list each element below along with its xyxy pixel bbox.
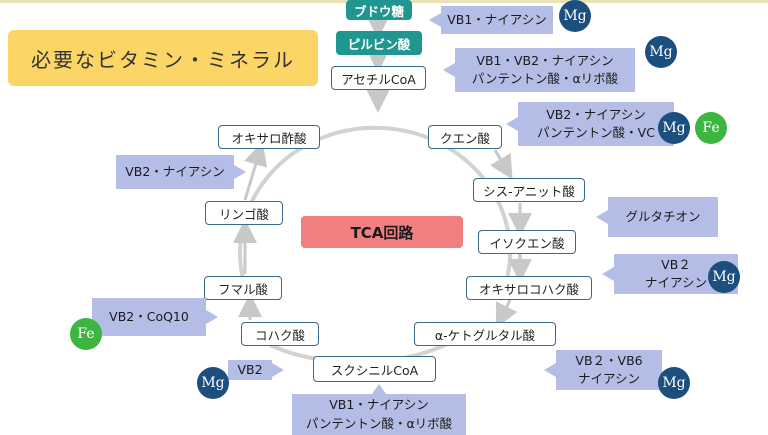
callout-pointer — [272, 363, 284, 377]
callout-pointer — [544, 363, 556, 377]
callout-succinylcoa-vitamins: VB1・ナイアシン パンテントン酸・αリボ酸 — [292, 384, 466, 435]
node-acetylcoa: アセチルCoA — [331, 66, 426, 90]
callout-line: VB２・VB6 — [575, 352, 643, 368]
callout-citrate-vitamins: VB2・ナイアシン パンテントン酸・VC — [506, 102, 674, 146]
callout-pointer — [372, 384, 386, 394]
node-citrate: クエン酸 — [428, 125, 502, 149]
callout-line: VB1・VB2・ナイアシン — [476, 52, 614, 68]
callout-pointer — [443, 63, 455, 77]
callout-line: ナイアシン — [577, 371, 640, 386]
callout-line: VB2 — [237, 361, 263, 377]
node-succinylcoa: スクシニルCoA — [313, 356, 436, 382]
callout-line: グルタチオン — [625, 208, 701, 224]
node-glucose: ブドウ糖 — [346, 0, 412, 20]
node-oxalosuccinate: オキサロコハク酸 — [466, 276, 592, 300]
node-malate: リンゴ酸 — [205, 201, 283, 225]
callout-pointer — [596, 210, 608, 224]
callout-pointer — [206, 310, 218, 324]
arrow-citrate-cis — [490, 149, 513, 180]
callout-line: VB2・CoQ10 — [109, 308, 189, 324]
callout-pointer — [506, 117, 518, 131]
arrow-mal-oxa — [243, 141, 268, 201]
magnesium-badge: Mg — [197, 367, 229, 399]
iron-badge: Fe — [70, 318, 102, 350]
magnesium-badge: Mg — [658, 367, 690, 399]
callout-line: VB2・ナイアシン — [546, 106, 646, 122]
node-pyruvate: ピルビン酸 — [336, 31, 422, 55]
node-oxaloacetate: オキサロ酢酸 — [218, 125, 320, 149]
arrow-oxalo-kg — [495, 299, 518, 329]
callout-succinate-vitamins: VB2・CoQ10 — [92, 298, 218, 336]
callout-ketoglutarate-vitamins: VB２・VB6 ナイアシン — [544, 350, 662, 390]
callout-pointer — [602, 267, 614, 281]
callout-line: パンテントン酸・VC — [537, 125, 655, 140]
callout-line: VB2・ナイアシン — [125, 163, 225, 179]
callout-pointer — [429, 13, 441, 27]
magnesium-badge: Mg — [708, 261, 740, 293]
callout-line: VB1・ナイアシン — [447, 11, 547, 27]
callout-line: パンテントン酸・αリボ酸 — [305, 415, 453, 431]
node-fumarate: フマル酸 — [204, 276, 282, 300]
node-succinate: コハク酸 — [241, 322, 319, 346]
node-cis-aconitate: シス-アニット酸 — [473, 178, 585, 202]
magnesium-badge: Mg — [658, 112, 690, 144]
magnesium-badge: Mg — [645, 36, 677, 68]
magnesium-badge: Mg — [559, 0, 591, 32]
iron-badge: Fe — [695, 112, 727, 144]
callout-glucose-vitamins: VB1・ナイアシン — [429, 6, 553, 34]
page-title: 必要なビタミン・ミネラル — [8, 30, 318, 86]
callout-malate-vitamins: VB2・ナイアシン — [116, 155, 246, 189]
callout-line: VB２ — [661, 256, 691, 272]
callout-line: パンテントン酸・αリボ酸 — [471, 71, 619, 86]
callout-pyruvate-vitamins: VB1・VB2・ナイアシン パンテントン酸・αリボ酸 — [443, 48, 635, 92]
callout-pointer — [234, 165, 246, 179]
center-label: TCA回路 — [301, 216, 463, 248]
callout-cis-aconitate-vitamins: グルタチオン — [596, 197, 718, 237]
callout-succinylcoa-vb2: VB2 — [228, 360, 284, 380]
node-ketoglutarate: α-ケトグルタル酸 — [414, 322, 556, 346]
node-isocitrate: イソクエン酸 — [478, 230, 576, 254]
callout-line: VB1・ナイアシン — [329, 397, 429, 413]
callout-line: ナイアシン — [644, 275, 707, 290]
